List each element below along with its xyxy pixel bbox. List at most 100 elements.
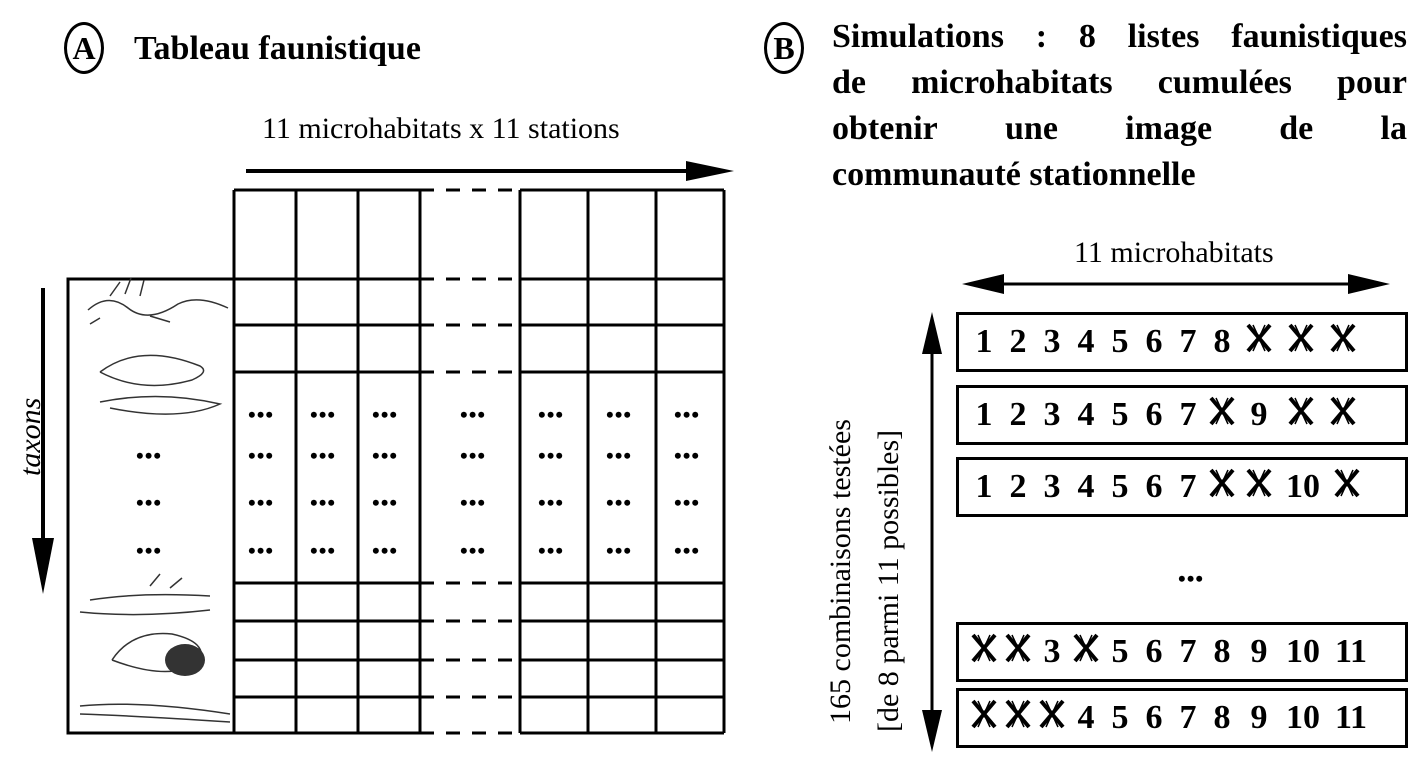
microhabitat-number: 3 [1043, 468, 1061, 505]
panel-b-top-label: 11 microhabitats [1074, 236, 1274, 269]
panel-b-title-line-2: de microhabitats cumulées pour [832, 64, 1407, 110]
microhabitat-number: 2 [1009, 468, 1027, 505]
crossed-out-mark [1069, 632, 1103, 673]
microhabitat-number: 3 [1043, 396, 1061, 433]
microhabitat-number: 5 [1111, 396, 1129, 433]
crossed-out-mark [1035, 698, 1069, 739]
microhabitat-number: 1 [975, 396, 993, 433]
cell-dots: ••• [460, 402, 487, 427]
microhabitat-number: 8 [1213, 323, 1231, 360]
panel-b-title: Simulations : 8 listes faunistiques de m… [832, 18, 1407, 202]
crossed-out-mark [1001, 698, 1035, 739]
taxa-dots-1: ••• [136, 443, 163, 468]
cell-dots: ••• [310, 538, 337, 563]
crossed-out-mark [1239, 467, 1279, 508]
microhabitat-number: 8 [1213, 699, 1231, 736]
microhabitat-number: 9 [1250, 633, 1268, 670]
cell-dots: ••• [460, 538, 487, 563]
microhabitat-number: 4 [1077, 468, 1095, 505]
title-word: pour [1337, 64, 1407, 101]
title-word: une [1005, 110, 1058, 147]
cell-dots: ••• [310, 402, 337, 427]
panel-b-vertical-arrow [922, 312, 942, 752]
panel-a-title: Tableau faunistique [134, 30, 421, 67]
organism-sketches [79, 277, 231, 723]
panel-a-right-arrow [246, 161, 734, 181]
microhabitat-number: 3 [1043, 323, 1061, 360]
crossed-out-mark [1239, 322, 1279, 363]
microhabitat-number: 3 [1043, 633, 1061, 670]
microhabitat-number: 2 [1009, 323, 1027, 360]
cell-dots: ••• [538, 443, 565, 468]
cell-dots: ••• [606, 443, 633, 468]
taxons-down-arrow [32, 288, 54, 594]
cell-dots: ••• [372, 402, 399, 427]
cell-dots: ••• [372, 490, 399, 515]
microhabitat-number: 6 [1145, 468, 1163, 505]
microhabitat-number: 2 [1009, 396, 1027, 433]
cell-dots: ••• [460, 443, 487, 468]
microhabitat-number: 6 [1145, 633, 1163, 670]
microhabitat-number: 8 [1213, 633, 1231, 670]
microhabitat-number: 7 [1179, 468, 1197, 505]
microhabitat-number: 4 [1077, 323, 1095, 360]
microhabitat-number: 11 [1334, 699, 1368, 736]
cell-dots: ••• [674, 402, 701, 427]
cell-dots: ••• [674, 443, 701, 468]
cell-dots-area: ••• ••• ••• ••• ••• ••• ••• ••• ••• ••• … [234, 400, 724, 563]
title-word: cumulées [1157, 64, 1292, 101]
cell-dots: ••• [248, 538, 275, 563]
cell-dots: ••• [310, 490, 337, 515]
panel-a-grid [66, 188, 726, 735]
panel-b-badge: B [764, 22, 804, 74]
title-word: microhabitats [911, 64, 1113, 101]
microhabitat-number: 4 [1077, 396, 1095, 433]
microhabitat-number: 6 [1145, 323, 1163, 360]
title-word: communauté stationnelle [832, 156, 1196, 193]
cell-dots: ••• [674, 490, 701, 515]
microhabitat-number: 7 [1179, 323, 1197, 360]
cell-dots: ••• [460, 490, 487, 515]
crossed-out-mark [1001, 632, 1035, 673]
microhabitat-number: 1 [975, 323, 993, 360]
cell-dots: ••• [248, 443, 275, 468]
cell-dots: ••• [372, 538, 399, 563]
title-word: la [1380, 110, 1407, 147]
microhabitat-number: 11 [1334, 633, 1368, 670]
microhabitat-number: 5 [1111, 323, 1129, 360]
panel-b-title-line-3: obtenir une image de la [832, 110, 1407, 156]
crossed-out-mark [1327, 467, 1367, 508]
cell-dots: ••• [310, 443, 337, 468]
panel-b-side-label-2: [de 8 parmi 11 possibles] [872, 429, 905, 732]
title-word: obtenir [832, 110, 938, 147]
cell-dots: ••• [674, 538, 701, 563]
microhabitat-number: 9 [1250, 396, 1268, 433]
cell-dots: ••• [538, 402, 565, 427]
title-word: image [1125, 110, 1213, 147]
panel-b-letter: B [773, 29, 795, 66]
taxa-dots-2: ••• [136, 490, 163, 515]
panel-b-double-arrow [962, 274, 1390, 294]
taxa-dots-3: ••• [136, 538, 163, 563]
microhabitat-number: 6 [1145, 699, 1163, 736]
microhabitat-number: 7 [1179, 699, 1197, 736]
cell-dots: ••• [372, 443, 399, 468]
cell-dots: ••• [606, 402, 633, 427]
title-word: de [832, 64, 866, 101]
crossed-out-mark [1205, 467, 1239, 508]
title-word: 8 [1078, 18, 1096, 55]
crossed-out-mark [967, 632, 1001, 673]
title-word: listes [1127, 18, 1200, 55]
microhabitat-number: 10 [1286, 633, 1320, 670]
microhabitat-number: 7 [1179, 633, 1197, 670]
microhabitat-number: 10 [1286, 699, 1320, 736]
cell-dots: ••• [248, 402, 275, 427]
microhabitat-number: 7 [1179, 396, 1197, 433]
microhabitat-number: 5 [1111, 699, 1129, 736]
panel-a-badge: A [64, 22, 104, 74]
microhabitat-number: 5 [1111, 468, 1129, 505]
